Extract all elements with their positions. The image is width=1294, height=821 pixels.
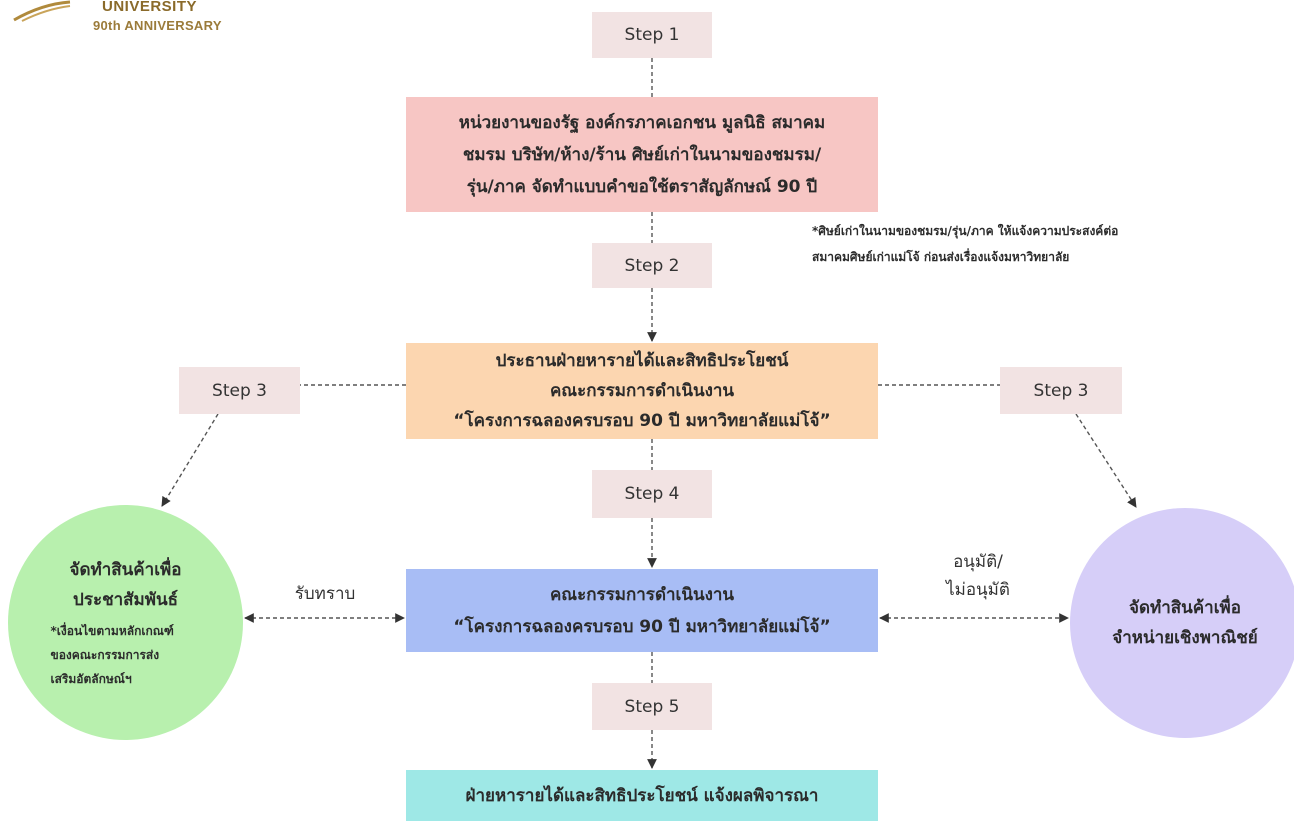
commercial-products-title-1: จัดทำสินค้าเพื่อ (1129, 598, 1241, 618)
applicant-line-2: ชมรม บริษัท/ห้าง/ร้าน ศิษย์เก่าในนามของช… (462, 144, 822, 165)
approve-label: อนุมัติ/ ไม่อนุมัติ (918, 548, 1038, 604)
pr-products-circle: จัดทำสินค้าเพื่อ ประชาสัมพันธ์ *เงื่อนไข… (8, 505, 243, 740)
committee-box: คณะกรรมการดำเนินงาน “โครงการฉลองครบรอบ 9… (406, 569, 878, 652)
pr-products-note-line-2: ของคณะกรรมการส่ง (50, 647, 160, 662)
commercial-products-title-2: จำหน่ายเชิงพาณิชย์ (1112, 628, 1258, 648)
alumni-note: *ศิษย์เก่าในนามของชมรม/รุ่น/ภาค ให้แจ้งค… (812, 218, 1252, 270)
university-logo: UNIVERSITY 90th ANNIVERSARY (12, 0, 312, 40)
acknowledge-label: รับทราบ (294, 584, 356, 604)
pr-products-note: *เงื่อนไขตามหลักเกณฑ์ ของคณะกรรมการส่ง เ… (51, 619, 201, 691)
committee-line-2: “โครงการฉลองครบรอบ 90 ปี มหาวิทยาลัยแม่โ… (453, 616, 831, 637)
pr-products-note-line-3: เสริมอัตลักษณ์ฯ (50, 671, 132, 686)
step-1-label: Step 1 (592, 12, 712, 58)
step-5-label: Step 5 (592, 683, 712, 730)
applicant-line-3: รุ่น/ภาค จัดทำแบบคำขอใช้ตราสัญลักษณ์ 90 … (466, 176, 818, 197)
logo-swoosh-icon (13, 0, 71, 22)
edge-step3-right-circle (1075, 413, 1137, 508)
revenue-chair-line-3: “โครงการฉลองครบรอบ 90 ปี มหาวิทยาลัยแม่โ… (453, 411, 831, 431)
pr-products-note-line-1: *เงื่อนไขตามหลักเกณฑ์ (50, 623, 174, 638)
applicant-box: หน่วยงานของรัฐ องค์กรภาคเอกชน มูลนิธิ สม… (406, 97, 878, 212)
edge-step3-left-circle (161, 413, 219, 507)
alumni-note-line-2: สมาคมศิษย์เก่าแม่โจ้ ก่อนส่งเรื่องแจ้งมห… (812, 250, 1070, 264)
commercial-products-circle: จัดทำสินค้าเพื่อ จำหน่ายเชิงพาณิชย์ (1070, 508, 1294, 738)
step-3-right-label: Step 3 (1000, 367, 1122, 414)
committee-line-1: คณะกรรมการดำเนินงาน (549, 584, 735, 605)
applicant-line-1: หน่วยงานของรัฐ องค์กรภาคเอกชน มูลนิธิ สม… (458, 112, 826, 133)
alumni-note-line-1: *ศิษย์เก่าในนามของชมรม/รุ่น/ภาค ให้แจ้งค… (812, 224, 1119, 238)
pr-products-title-2: ประชาสัมพันธ์ (73, 589, 178, 610)
step-4-label: Step 4 (592, 470, 712, 518)
logo-line-1: UNIVERSITY (102, 0, 198, 15)
step-3-left-label: Step 3 (179, 367, 300, 414)
revenue-chair-line-2: คณะกรรมการดำเนินงาน (549, 381, 735, 401)
step-2-label: Step 2 (592, 243, 712, 288)
revenue-chair-line-1: ประธานฝ่ายหารายได้และสิทธิประโยชน์ (495, 351, 789, 371)
approve-label-line-1: อนุมัติ/ (953, 552, 1003, 572)
approve-label-line-2: ไม่อนุมัติ (946, 580, 1010, 600)
logo-line-2: 90th ANNIVERSARY (93, 18, 222, 33)
result-box: ฝ่ายหารายได้และสิทธิประโยชน์ แจ้งผลพิจาร… (406, 770, 878, 821)
pr-products-title-1: จัดทำสินค้าเพื่อ (69, 559, 182, 580)
revenue-chair-box: ประธานฝ่ายหารายได้และสิทธิประโยชน์ คณะกร… (406, 343, 878, 439)
result-line-1: ฝ่ายหารายได้และสิทธิประโยชน์ แจ้งผลพิจาร… (465, 785, 819, 806)
